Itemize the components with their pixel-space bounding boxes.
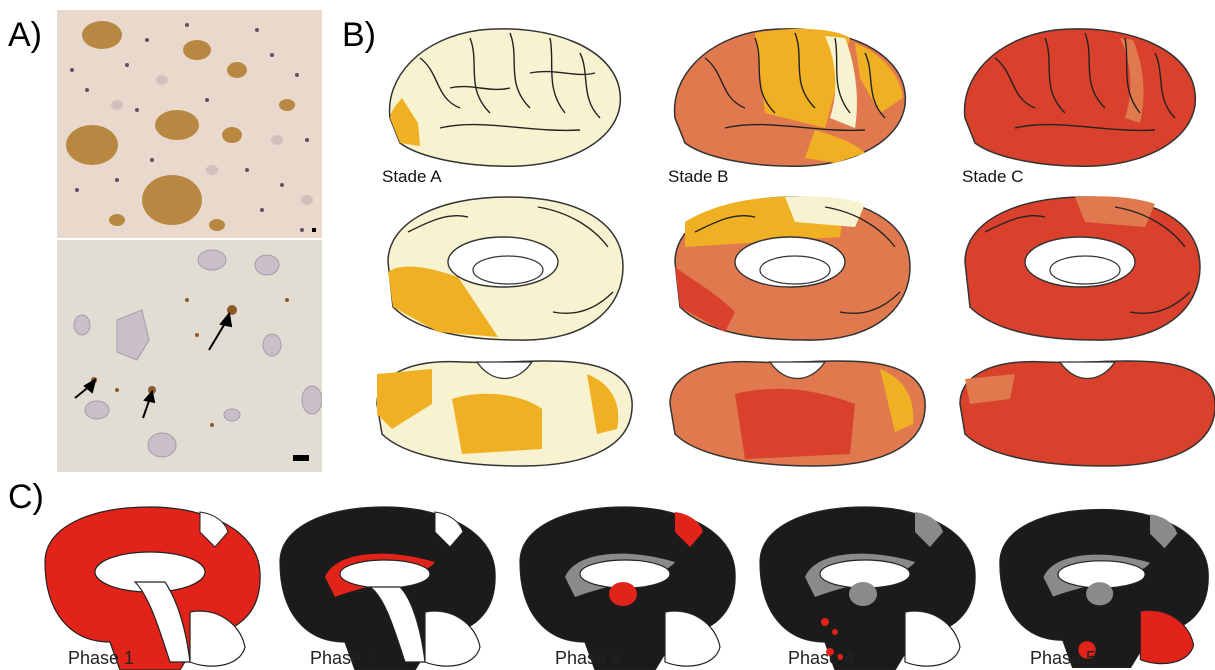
micrograph-top xyxy=(57,10,322,238)
stage-a-lateral-brain xyxy=(380,18,630,168)
stage-label-c: Stade C xyxy=(962,167,1023,187)
phase-label-2: Phase 2 xyxy=(310,648,376,669)
phase-5-brain xyxy=(995,502,1213,670)
stage-c-ventral-brain xyxy=(955,354,1215,469)
micrograph-top-image xyxy=(57,10,322,238)
phase-1-brain xyxy=(40,502,265,670)
panel-label-c: C) xyxy=(8,480,44,514)
panel-label-b: B) xyxy=(342,18,376,52)
phase-label-3: Phase 3 xyxy=(555,648,621,669)
stage-b-medial-brain xyxy=(665,192,917,344)
stage-c-lateral-brain xyxy=(955,18,1205,168)
stage-label-b: Stade B xyxy=(668,167,729,187)
phase-label-1: Phase 1 xyxy=(68,648,134,669)
phase-4-brain xyxy=(755,502,980,670)
stage-b-lateral-brain xyxy=(665,18,915,168)
phase-2-brain xyxy=(275,502,500,670)
phase-label-5: Phase 5 xyxy=(1030,648,1096,669)
phase-3-brain xyxy=(515,502,740,670)
micrograph-bottom xyxy=(57,240,322,472)
stage-a-ventral-brain xyxy=(372,354,637,469)
stage-label-a: Stade A xyxy=(382,167,442,187)
micrograph-bottom-image xyxy=(57,240,322,472)
panel-label-a: A) xyxy=(8,18,42,52)
stage-b-ventral-brain xyxy=(665,354,930,469)
stage-a-medial-brain xyxy=(378,192,630,344)
stage-c-medial-brain xyxy=(955,192,1207,344)
phase-label-4: Phase 4 xyxy=(788,648,854,669)
